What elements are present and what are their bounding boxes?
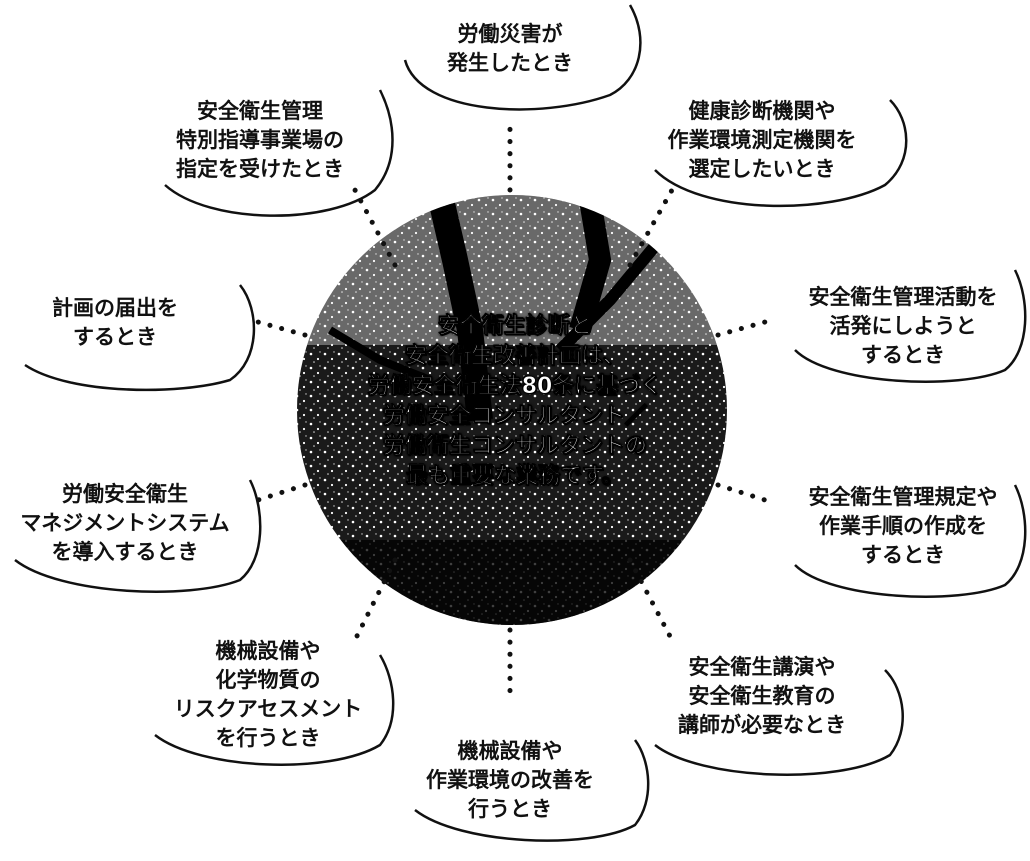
bubble-arc-top xyxy=(403,4,642,111)
bubble-left-upper-label: 計画の届出を するとき xyxy=(52,296,178,349)
bubble-left-lower-label: 労働安全衛生 マネジメントシステム を導入するとき xyxy=(20,482,230,564)
center-line-2: 安全衛生改善計画は、 xyxy=(404,344,626,370)
bubble-top-left-label: 安全衛生管理 特別指導事業場の 指定を受けたとき xyxy=(176,99,344,181)
bubble-arc-bottom xyxy=(414,739,650,842)
bubble-arc-bottom-right xyxy=(654,669,904,776)
center-line-6: 最も重要な業務です。 xyxy=(406,464,624,490)
center-text: 安全衛生診断と 安全衛生改善計画は、 労働安全衛生法80条に基づく 労働安全コン… xyxy=(305,312,725,492)
bubble-right-upper-label: 安全衛生管理活動を 活発にしようと するとき xyxy=(808,285,998,367)
bubble-arc-right-upper xyxy=(794,269,1027,383)
connector-right-upper xyxy=(715,319,768,338)
connector-left-lower xyxy=(255,482,308,503)
bubble-arc-left-lower xyxy=(14,479,262,593)
dotted-connectors xyxy=(255,117,768,703)
connector-bottom-left xyxy=(352,557,398,643)
bubble-arc-right-lower xyxy=(794,484,1027,598)
connector-top-left xyxy=(352,187,398,268)
bubble-arc-left-upper xyxy=(24,284,256,392)
connector-right-lower xyxy=(715,482,768,503)
bubble-right-lower-label: 安全衛生管理規定や 作業手順の作成を するとき xyxy=(808,485,998,567)
bubble-arcs xyxy=(14,4,1027,842)
connector-left-upper xyxy=(255,319,308,338)
center-line-5: 労働衛生コンサルタントの xyxy=(382,434,648,460)
bubble-bottom-left-label: 機械設備や 化学物質の リスクアセスメント を行うとき xyxy=(173,639,363,750)
center-line-1: 安全衛生診断と xyxy=(437,314,593,340)
connector-top-right xyxy=(627,187,675,268)
bubble-arc-top-right xyxy=(654,99,908,208)
center-line-3: 労働安全衛生法80条に基づく xyxy=(367,374,663,400)
bubble-arc-bottom-left xyxy=(154,654,395,766)
bubble-bottom-right-label: 安全衛生講演や 安全衛生教育の 講師が必要なとき xyxy=(678,655,846,737)
bubble-top-right-label: 健康診断機関や 作業環境測定機関を 選定したいとき xyxy=(667,99,857,181)
bubble-top-label: 労働災害が 発生したとき xyxy=(447,22,573,75)
bubble-bottom-label: 機械設備や 作業環境の改善を 行うとき xyxy=(426,739,594,821)
center-line-4: 労働安全コンサルタント／ xyxy=(382,404,648,430)
